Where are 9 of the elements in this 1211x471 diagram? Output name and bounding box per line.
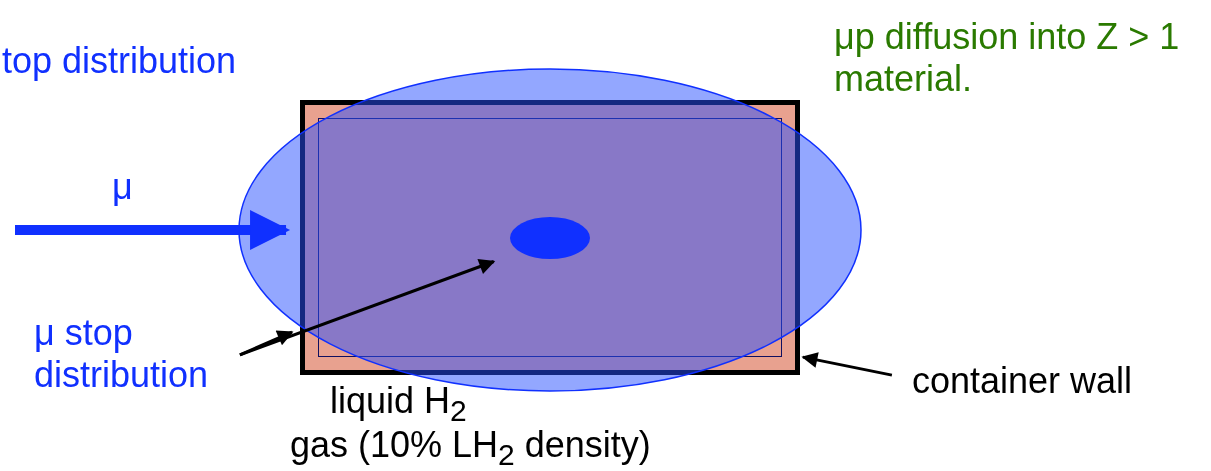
note-text: μp diffusion into Z > 1 material. <box>834 16 1181 100</box>
callout-text: μ stop distribution <box>34 312 274 396</box>
gas-volume-outline <box>318 118 782 357</box>
caption-text: top distribution <box>2 40 237 82</box>
leader-arrow <box>239 258 496 357</box>
callout-text: container wall <box>912 360 1211 402</box>
leader-arrow <box>801 352 893 377</box>
beam-arrow <box>15 210 291 250</box>
edge-label: μ <box>112 166 133 208</box>
